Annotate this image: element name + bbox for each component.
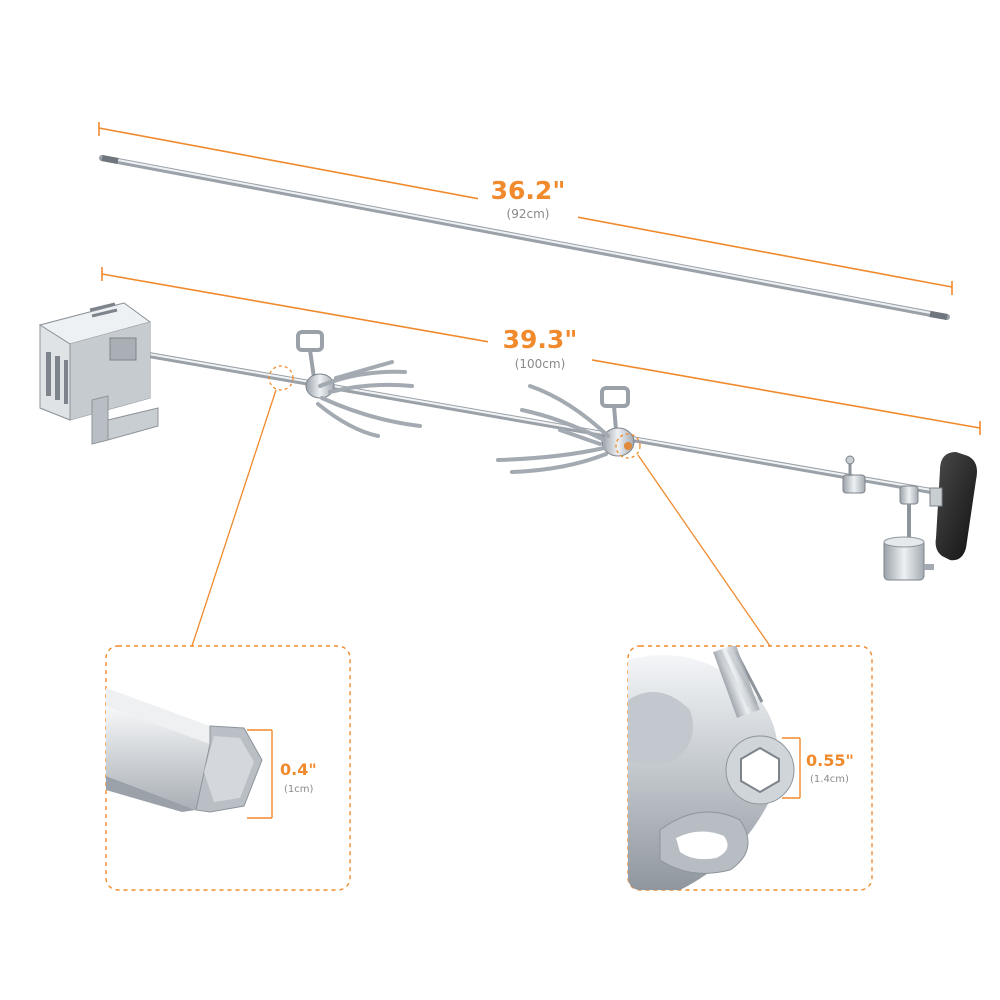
zoom-callouts: [191, 365, 771, 647]
meat-fork-icon: [296, 330, 422, 438]
rod-length-label: 36.2": [491, 176, 566, 205]
hexagonal-rod-closeup: [106, 688, 263, 813]
fork-hub-closeup: [628, 646, 795, 890]
handle-icon: [929, 452, 977, 561]
rod-length-metric: (92cm): [507, 207, 550, 221]
fork-hole-bracket: [782, 737, 801, 799]
counterweight-icon: [842, 455, 934, 581]
meat-fork-icon: [496, 384, 635, 474]
spit-dimension-label-bg: [488, 322, 592, 372]
rod-thickness-bracket: [247, 729, 273, 819]
rod-thickness-metric: (1cm): [284, 784, 314, 795]
rotisserie-rod: [99, 155, 950, 320]
spit-length-metric: (100cm): [515, 357, 566, 371]
spit-length-label: 39.3": [503, 325, 578, 354]
motor-bracket-icon: [38, 302, 159, 445]
fork-hole-label: 0.55": [806, 751, 854, 770]
rod-thickness-label: 0.4": [280, 760, 317, 779]
rod-dimension-label-bg: [478, 174, 578, 222]
fork-hole-metric: (1.4cm): [810, 774, 849, 785]
spit-rod: [117, 347, 963, 499]
